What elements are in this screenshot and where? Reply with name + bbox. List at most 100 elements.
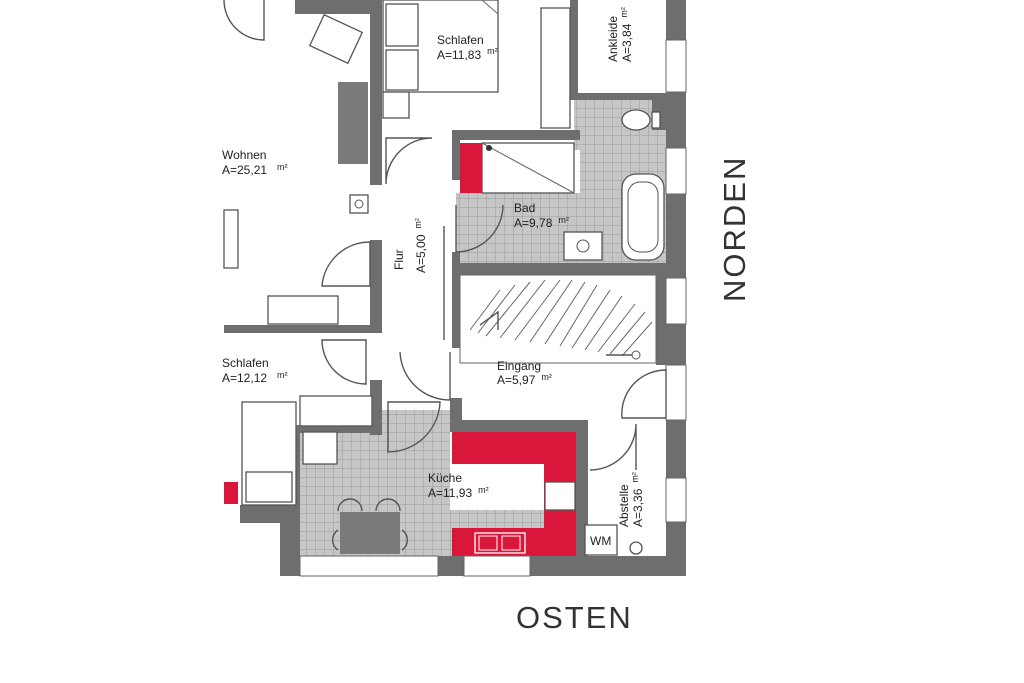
compass-east-label: OSTEN [516,600,633,635]
label-wohnen-name: Wohnen [222,148,266,162]
label-bad-area: A=9,78 [514,216,553,230]
chair-4 [401,529,408,551]
door-wohnen-top [223,0,265,41]
label-schlafen-bottom-unit: m² [277,370,288,380]
wall-schlafen-bottom [240,505,300,523]
label-abstelle-name: Abstelle [617,484,631,527]
label-bad-name: Bad [514,201,535,215]
wall-schlafen-kueche [290,425,382,433]
chair-2 [375,498,401,512]
label-abstelle-area: A=3,36 [631,488,645,527]
window-abstelle [665,477,687,523]
bad-tiles-upper [574,100,666,150]
boiler [629,541,643,555]
label-ankleide-area: A=3,84 [620,23,634,62]
furniture: WM [223,0,665,556]
label-schlafen-bottom-name: Schlafen [222,356,269,370]
doors [223,0,667,471]
label-flur-unit: m² [413,218,423,229]
label-eingang-unit: m² [541,372,552,382]
washbasin [563,231,603,261]
compass-north-label: NORDEN [717,156,752,302]
svg-text:A=3,36m²: A=3,36 m² [630,472,645,527]
kitchen-sink [474,532,526,554]
chair-1 [337,498,363,512]
wall-bad-bottom [452,263,666,275]
label-kueche-unit: m² [478,485,489,495]
wall-schlafen-wohnen [370,0,382,185]
label-schlafen-top-area: A=11,83 [437,48,481,62]
sofa [267,295,339,325]
door-schlafen-top [385,137,433,185]
svg-text:A=5,00m²: A=5,00 m² [413,218,428,273]
staircase [459,274,657,364]
label-flur-area: A=5,00 [414,234,428,273]
tv-cabinet [338,82,368,164]
label-ankleide-unit: m² [619,7,629,18]
window-ankleide [665,39,687,93]
armchair [308,13,364,65]
door-bad [455,204,504,253]
label-eingang-name: Eingang [497,359,541,373]
wall-ankleide-bottom [570,93,666,100]
wall-flur-lower [370,380,382,435]
room-labels: Schlafen A=11,83 m² Wohnen A=25,21 m² Ankl… [222,7,645,527]
label-kueche-area: A=11,93 [428,486,472,500]
toilet [621,109,651,131]
window-entry [665,364,687,421]
pillow-3 [245,471,293,503]
label-wohnen-area: A=25,21 [222,163,267,177]
window-kueche-left [299,555,439,577]
dining-table [340,512,400,554]
pillow-1 [385,3,419,47]
label-abstelle-unit: m² [630,472,640,483]
label-flur-name: Flur [392,249,406,270]
bathtub [621,173,665,261]
wall-bad-top [452,130,580,140]
label-kueche-name: Küche [428,471,462,485]
window-kueche [463,555,531,577]
left-red-item [224,482,238,504]
label-wohnen-unit: m² [277,162,288,172]
label-ankleide: Ankleide A=3,84 m² [606,7,634,62]
door-schlafen-bottom [321,339,367,385]
washing-machine [584,524,618,556]
kueche-cabinet [302,431,338,465]
wall-kueche-top [450,420,588,432]
outer-wall-east-right [530,556,686,576]
front-door [621,369,667,419]
door-wohnen [321,241,371,287]
door-kueche [387,401,441,453]
door-eingang [399,351,451,401]
label-abstelle: Abstelle A=3,36 m² [617,472,645,527]
wall-wohnen-schlafen [224,325,382,333]
kitchen-counter [224,143,576,556]
kitchen-counter-red [452,432,576,556]
washing-machine-label: WM [590,534,611,548]
pillow-2 [385,49,419,91]
label-ankleide-name: Ankleide [606,16,620,62]
label-flur: Flur A=5,00 m² [392,218,428,273]
walls [224,0,686,576]
label-eingang-area: A=5,97 [497,373,536,387]
label-schlafen-top-unit: m² [487,46,498,56]
windows [299,39,687,577]
wall-bad-left-lower [452,252,460,348]
wardrobe-bottom [299,395,373,427]
wardrobe-top [540,7,571,129]
wall-wohnen-flur [370,240,382,332]
wall-schlafen-ankleide [570,0,578,100]
nightstand [382,91,410,119]
door-abstelle [589,423,637,471]
top-wall-left [295,0,380,14]
outer-wall-east-mid [438,556,464,576]
label-schlafen-top-name: Schlafen [437,33,484,47]
window-bad [665,147,687,195]
